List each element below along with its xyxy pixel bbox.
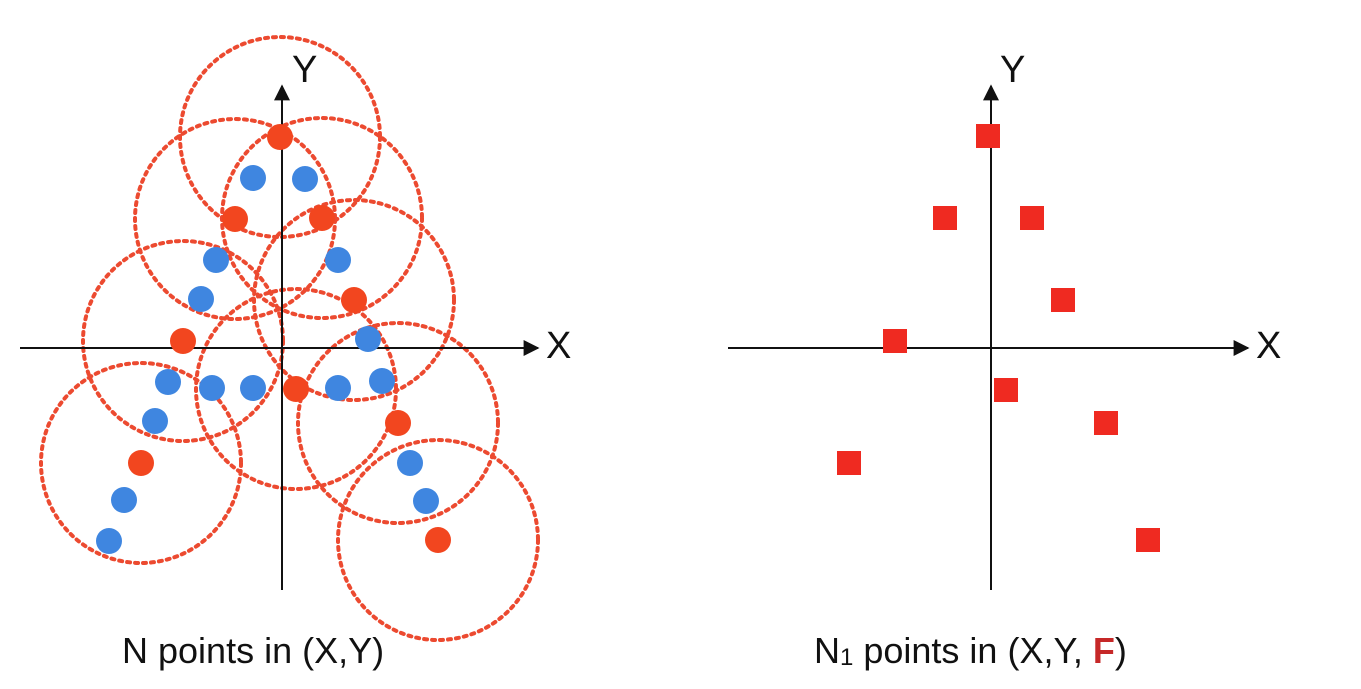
red-point (222, 206, 248, 232)
blue-point (325, 247, 351, 273)
right-caption-end: ) (1115, 630, 1127, 671)
blue-point (155, 369, 181, 395)
red-square (1020, 206, 1044, 230)
neighborhood-circle (133, 117, 337, 321)
blue-point (413, 488, 439, 514)
blue-point (203, 247, 229, 273)
blue-point (199, 375, 225, 401)
blue-point (111, 487, 137, 513)
left-panel: X Y N points in (X,Y) (20, 35, 571, 671)
blue-point (369, 368, 395, 394)
red-point (309, 205, 335, 231)
red-square (837, 451, 861, 475)
right-caption: N1 points in (X,Y, F) (814, 630, 1127, 671)
blue-point (325, 375, 351, 401)
blue-point (240, 375, 266, 401)
neighborhood-circle (39, 361, 243, 565)
blue-point (397, 450, 423, 476)
red-square (1136, 528, 1160, 552)
red-points (128, 124, 451, 553)
red-square (933, 206, 957, 230)
neighborhood-circle (220, 116, 424, 320)
red-square (994, 378, 1018, 402)
blue-point (188, 286, 214, 312)
red-point (385, 410, 411, 436)
blue-point (292, 166, 318, 192)
red-point (128, 450, 154, 476)
right-caption-middle: points in (X,Y, (853, 630, 1092, 671)
right-caption-n: N (814, 630, 840, 671)
red-point (425, 527, 451, 553)
red-point (341, 287, 367, 313)
blue-point (355, 326, 381, 352)
neighborhood-circle (296, 321, 500, 525)
red-point (267, 124, 293, 150)
red-square (1051, 288, 1075, 312)
right-caption-f: F (1093, 630, 1115, 671)
red-square (1094, 411, 1118, 435)
right-panel: X Y N1 points in (X,Y, F) (728, 49, 1281, 671)
blue-point (96, 528, 122, 554)
left-x-axis-label: X (546, 325, 571, 367)
right-y-axis-label: Y (1000, 49, 1025, 91)
blue-point (240, 165, 266, 191)
neighborhood-circles (39, 35, 540, 642)
red-squares (837, 124, 1160, 552)
left-y-axis-label: Y (292, 49, 317, 91)
red-point (283, 376, 309, 402)
red-square (883, 329, 907, 353)
right-caption-subscript: 1 (840, 644, 853, 671)
blue-point (142, 408, 168, 434)
neighborhood-circle (336, 438, 540, 642)
right-x-axis-label: X (1256, 325, 1281, 367)
blue-points (96, 165, 439, 554)
red-point (170, 328, 196, 354)
red-square (976, 124, 1000, 148)
left-caption: N points in (X,Y) (122, 630, 384, 671)
neighborhood-circle (194, 287, 398, 491)
